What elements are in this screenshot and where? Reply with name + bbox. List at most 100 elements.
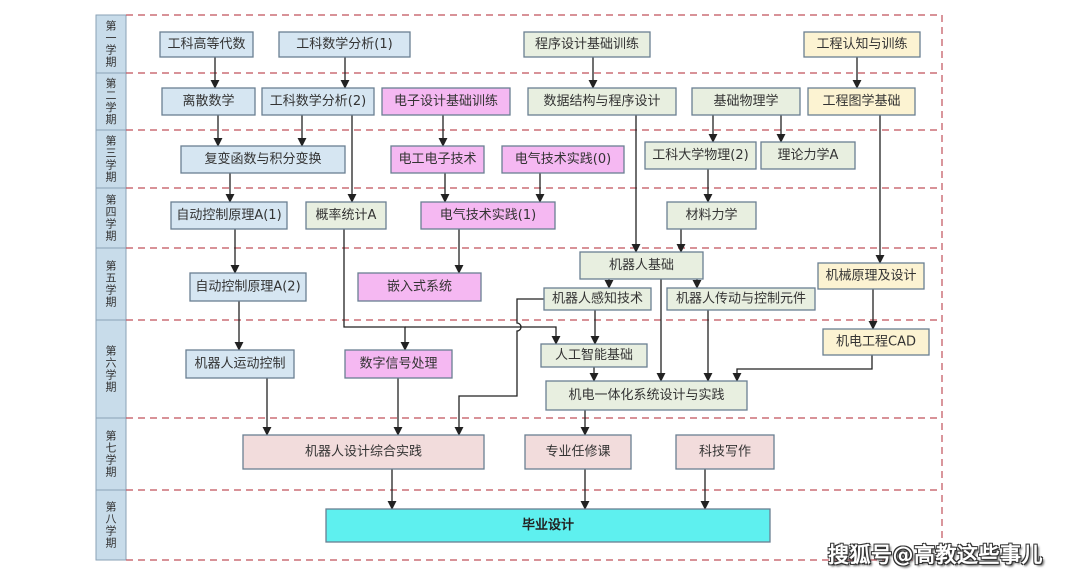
svg-text:期: 期 <box>106 537 117 550</box>
course-node-gkdxwl2: 工科大学物理(2) <box>644 141 757 170</box>
course-node-szxhcl: 数字信号处理 <box>344 349 453 379</box>
svg-text:期: 期 <box>106 56 117 69</box>
arrow-gltja-to-rgznjc <box>405 326 561 345</box>
svg-text:七: 七 <box>106 442 117 455</box>
arrow-gltja-to-szxhcl <box>343 229 410 351</box>
svg-text:学: 学 <box>106 368 117 382</box>
course-label: 科技写作 <box>699 445 751 460</box>
course-node-cxsjjcxl: 程序设计基础训练 <box>523 31 651 58</box>
course-label: 材料力学 <box>685 207 737 223</box>
svg-text:第: 第 <box>106 500 117 514</box>
course-node-lllxa: 理论力学A <box>760 141 856 170</box>
course-node-dzsjjcxl: 电子设计基础训练 <box>381 87 511 116</box>
semester-dividers <box>126 14 943 561</box>
course-node-jdythxtsj: 机电一体化系统设计与实践 <box>545 380 748 411</box>
course-node-jqrgzjs: 机器人感知技术 <box>543 287 652 311</box>
course-label: 电子设计基础训练 <box>394 94 498 109</box>
course-label: 毕业设计 <box>522 517 574 533</box>
course-label: 机械原理及设计 <box>825 269 916 284</box>
svg-text:学: 学 <box>106 217 117 231</box>
svg-text:学: 学 <box>106 158 117 172</box>
course-label: 机器人运动控制 <box>194 357 285 372</box>
course-label: 数据结构与程序设计 <box>543 94 660 109</box>
course-label: 专业任修课 <box>545 445 610 460</box>
svg-text:期: 期 <box>106 296 117 309</box>
course-node-jxylsj: 机械原理及设计 <box>817 262 925 290</box>
svg-text:八: 八 <box>106 513 117 526</box>
course-node-zdkzyla2: 自动控制原理A(2) <box>189 272 307 302</box>
course-label: 工程认知与训练 <box>816 36 907 52</box>
svg-text:二: 二 <box>106 89 117 102</box>
course-node-gksxfx1: 工科数学分析(1) <box>278 31 411 58</box>
svg-text:三: 三 <box>106 147 117 160</box>
course-node-jcwlx: 基础物理学 <box>691 87 801 116</box>
course-node-gltja: 概率统计A <box>305 201 387 230</box>
course-node-jdgccad: 机电工程CAD <box>822 328 930 356</box>
arrow-jqrgzjs-to-jqrsjzhsj <box>454 298 544 436</box>
course-label: 工科大学物理(2) <box>652 147 748 163</box>
course-node-bysj: 毕业设计 <box>325 508 771 543</box>
course-node-lssx: 离散数学 <box>161 87 256 116</box>
course-label: 工程图学基础 <box>822 93 900 109</box>
course-label: 机器人设计综合实践 <box>305 445 422 460</box>
course-label: 机电一体化系统设计与实践 <box>568 388 724 403</box>
course-node-rgznjc: 人工智能基础 <box>540 343 648 368</box>
svg-text:学: 学 <box>106 283 117 297</box>
svg-text:第: 第 <box>106 344 117 358</box>
course-node-jqrsjzhsj: 机器人设计综合实践 <box>242 434 485 470</box>
svg-text:五: 五 <box>106 272 117 285</box>
course-label: 基础物理学 <box>713 93 778 109</box>
course-label: 理论力学A <box>778 147 839 163</box>
svg-text:学: 学 <box>106 43 117 57</box>
course-label: 嵌入式系统 <box>387 280 452 295</box>
svg-text:期: 期 <box>106 466 117 479</box>
course-node-gcrzyxl: 工程认知与训练 <box>803 31 921 58</box>
svg-text:第: 第 <box>106 193 117 207</box>
course-label: 自动控制原理A(2) <box>195 280 300 295</box>
svg-text:期: 期 <box>106 230 117 243</box>
course-label: 工科数学分析(1) <box>296 36 392 52</box>
svg-text:第: 第 <box>106 76 117 90</box>
course-label: 电工电子技术 <box>398 152 476 167</box>
course-nodes: 工科高等代数 工科数学分析(1) 程序设计基础训练 工程认知与训练离散数学工科数学分析… <box>159 31 930 543</box>
svg-text:一: 一 <box>106 32 117 45</box>
course-label: 程序设计基础训练 <box>535 37 639 52</box>
svg-text:期: 期 <box>106 171 117 184</box>
course-label: 自动控制原理A(1) <box>176 208 281 223</box>
svg-text:第: 第 <box>106 429 117 443</box>
prerequisite-arrows <box>210 57 885 510</box>
course-label: 数字信号处理 <box>359 357 437 372</box>
course-node-gctxjc: 工程图学基础 <box>807 87 916 116</box>
svg-text:第: 第 <box>106 19 117 33</box>
course-label: 工科高等代数 <box>167 36 245 52</box>
course-node-gkgddsh: 工科高等代数 <box>159 31 254 58</box>
course-node-zdkzyla1: 自动控制原理A(1) <box>170 201 288 230</box>
course-node-kjxz: 科技写作 <box>675 434 775 470</box>
course-node-gksxfx2: 工科数学分析(2) <box>261 87 375 116</box>
course-node-zyrxk: 专业任修课 <box>524 434 632 470</box>
svg-text:学: 学 <box>106 524 117 538</box>
svg-text:第: 第 <box>106 259 117 273</box>
course-node-fbhsyjfbh: 复变函数与积分变换 <box>180 145 346 174</box>
course-label: 复变函数与积分变换 <box>204 151 321 167</box>
course-node-dgdzjs: 电工电子技术 <box>390 145 485 174</box>
svg-text:期: 期 <box>106 381 117 394</box>
course-label: 电气技术实践(1) <box>440 207 536 223</box>
course-label: 机电工程CAD <box>836 335 916 350</box>
course-node-sjjgycxsj: 数据结构与程序设计 <box>527 87 677 116</box>
course-node-dqjssj1: 电气技术实践(1) <box>420 201 556 230</box>
arrow-jdgccad-to-jdythxtsj <box>732 355 873 382</box>
svg-text:学: 学 <box>106 100 117 114</box>
svg-text:第: 第 <box>106 134 117 148</box>
course-node-dqjssj0: 电气技术实践(0) <box>501 145 625 174</box>
course-label: 机器人传动与控制元件 <box>676 292 806 307</box>
